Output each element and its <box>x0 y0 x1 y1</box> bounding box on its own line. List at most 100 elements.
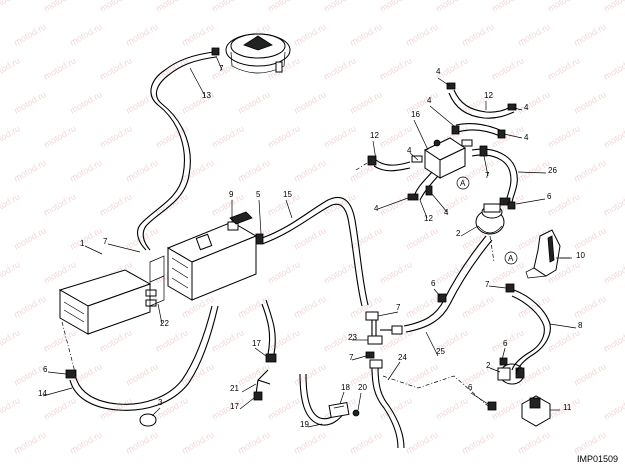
watermark-text: motod.ru <box>348 21 384 47</box>
watermark-text: motod.ru <box>292 225 328 251</box>
drawing-code: IMP01509 <box>577 454 618 464</box>
watermark-text: motod.ru <box>404 361 440 387</box>
callout-c7f: 7 <box>349 353 354 362</box>
purge-valve-2-lower <box>497 363 525 385</box>
reference-a-lower <box>504 251 518 265</box>
watermark-text: motod.ru <box>98 55 134 81</box>
watermark-text: motod.ru <box>266 0 302 14</box>
watermark-text: motod.ru <box>68 429 104 455</box>
watermark-text: motod.ru <box>378 55 414 81</box>
watermark-text: motod.ru <box>68 225 104 251</box>
watermark-text: motod.ru <box>124 429 160 455</box>
watermark-text: motod.ru <box>236 429 272 455</box>
watermark-text: motod.ru <box>266 123 302 149</box>
watermark-text: motod.ru <box>0 55 22 81</box>
clamp-7c <box>479 145 488 157</box>
callout-c21: 21 <box>230 384 239 393</box>
callout-c4a: 4 <box>436 67 441 76</box>
watermark-text: motod.ru <box>404 225 440 251</box>
watermark-text: motod.ru <box>572 225 608 251</box>
callout-c6d: 6 <box>503 339 508 348</box>
callout-c11: 11 <box>563 403 572 412</box>
watermark-text: motod.ru <box>0 259 22 285</box>
callout-c6c: 6 <box>43 365 48 374</box>
callout-c10: 10 <box>576 251 585 260</box>
purge-valve-2-upper <box>475 197 511 235</box>
watermark-text: motod.ru <box>572 21 608 47</box>
callout-c12c: 12 <box>424 214 433 223</box>
callout-c4d: 4 <box>524 133 529 142</box>
watermark-text: motod.ru <box>236 361 272 387</box>
callout-c20: 20 <box>358 383 367 392</box>
watermark-text: motod.ru <box>434 191 470 217</box>
callout-c1: 1 <box>80 239 85 248</box>
clamp-6d <box>499 357 508 366</box>
callout-c26: 26 <box>548 166 557 175</box>
fuel-filler-cap <box>225 33 291 74</box>
bracket-22 <box>149 255 165 307</box>
callout-c7d: 7 <box>485 280 490 289</box>
watermark-text: motod.ru <box>124 21 160 47</box>
watermark-text: motod.ru <box>210 0 246 14</box>
clamp-4a <box>446 82 456 90</box>
watermark-text: motod.ru <box>98 191 134 217</box>
watermark-text: motod.ru <box>404 89 440 115</box>
callout-c17a: 17 <box>252 339 261 348</box>
callout-c13: 13 <box>202 91 211 100</box>
watermark-text: motod.ru <box>378 0 414 14</box>
clamp-4f <box>407 193 419 201</box>
watermark-text: motod.ru <box>154 327 190 353</box>
watermark-text: motod.ru <box>572 293 608 319</box>
watermark-text: motod.ru <box>98 327 134 353</box>
watermark-text: motod.ru <box>98 123 134 149</box>
watermark-text: motod.ru <box>42 123 78 149</box>
hose-13 <box>137 51 215 251</box>
hose-15 <box>261 196 369 306</box>
watermark-text: motod.ru <box>292 157 328 183</box>
watermark-text: motod.ru <box>516 157 552 183</box>
watermark-text: motod.ru <box>490 327 526 353</box>
callout-c18: 18 <box>341 383 350 392</box>
reference-a-upper <box>456 176 470 190</box>
y-fitting-21 <box>253 369 271 401</box>
watermark-text: motod.ru <box>292 21 328 47</box>
watermark-text: motod.ru <box>98 0 134 14</box>
watermark-text: motod.ru <box>322 259 358 285</box>
watermark-text: motod.ru <box>12 429 48 455</box>
reference-a-lower-label: A <box>508 254 514 263</box>
watermark-text: motod.ru <box>348 429 384 455</box>
watermark-text: motod.ru <box>516 429 552 455</box>
watermark-text: motod.ru <box>124 157 160 183</box>
callout-c4e: 4 <box>407 146 412 155</box>
callout-c6e: 6 <box>468 383 473 392</box>
callout-c2a: 2 <box>456 229 461 238</box>
watermark-text: motod.ru <box>0 395 22 421</box>
watermark-text: motod.ru <box>42 259 78 285</box>
watermark-text: motod.ru <box>98 395 134 421</box>
watermark-text: motod.ru <box>322 55 358 81</box>
watermark-text: motod.ru <box>154 0 190 14</box>
hose-17 <box>261 299 276 355</box>
watermark-text: motod.ru <box>348 89 384 115</box>
watermark-text: motod.ru <box>210 123 246 149</box>
callout-c22: 22 <box>160 319 169 328</box>
watermark-text: motod.ru <box>516 21 552 47</box>
watermark-text: motod.ru <box>42 327 78 353</box>
clamp-7f <box>365 351 375 359</box>
clamp-4d <box>497 129 506 139</box>
watermark-text: motod.ru <box>292 293 328 319</box>
clamp-6b <box>437 293 447 303</box>
watermark-text: motod.ru <box>434 0 470 14</box>
hose-12-left <box>375 159 411 166</box>
watermark-text: motod.ru <box>602 191 625 217</box>
sensor-11 <box>521 395 551 427</box>
watermark-text: motod.ru <box>210 327 246 353</box>
watermark-text: motod.ru <box>0 0 22 14</box>
watermark-text: motod.ru <box>292 361 328 387</box>
callout-c6a: 6 <box>547 192 552 201</box>
watermark-text: motod.ru <box>602 0 625 14</box>
watermark-text: motod.ru <box>516 89 552 115</box>
watermark-text: motod.ru <box>434 395 470 421</box>
bracket-10 <box>525 229 561 279</box>
